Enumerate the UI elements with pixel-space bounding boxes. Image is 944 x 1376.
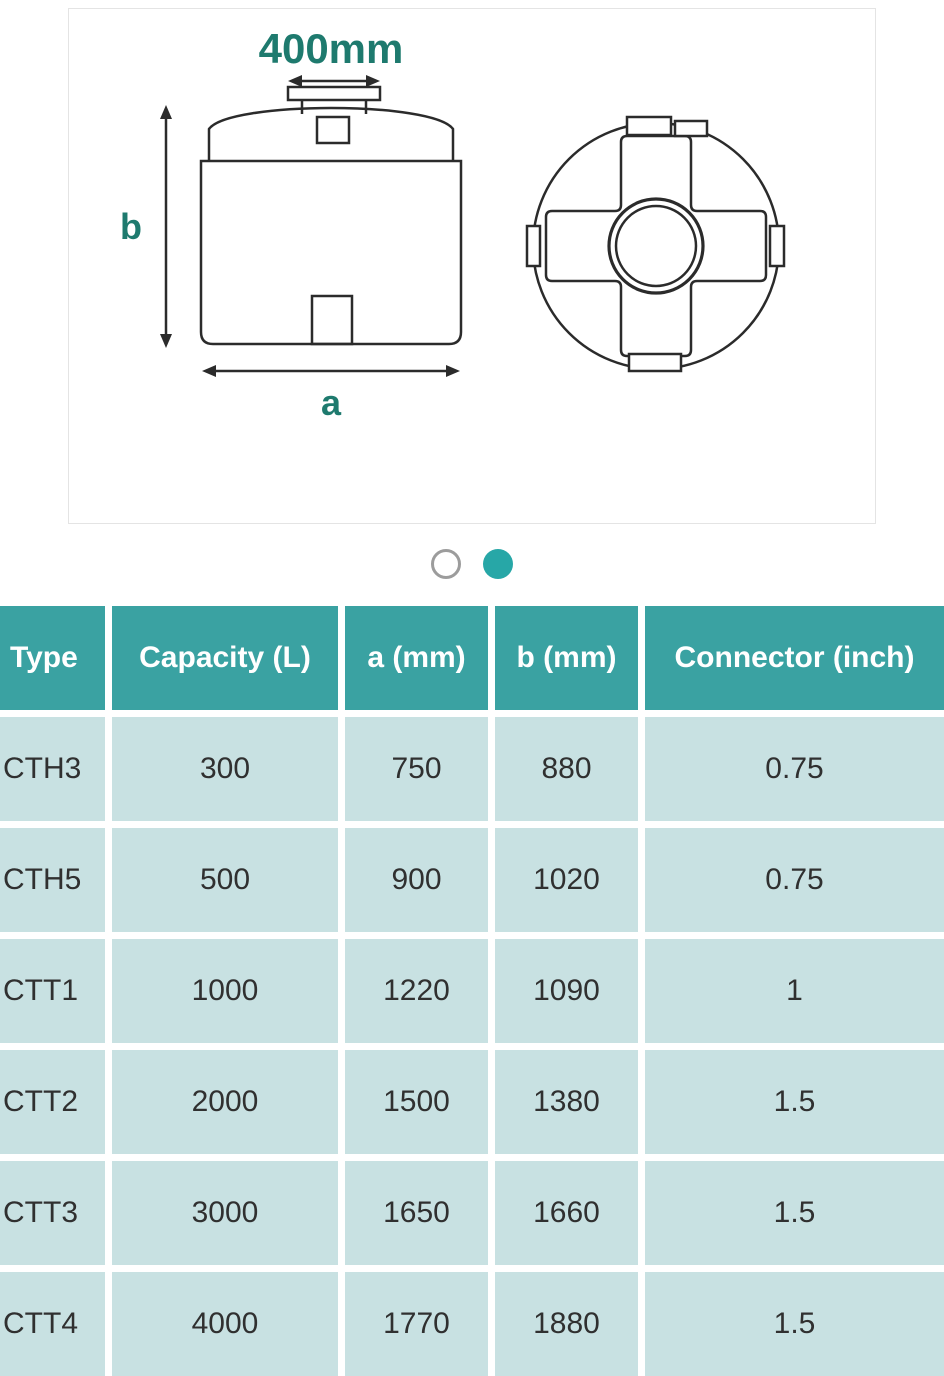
hatch-lid (286, 85, 382, 102)
tank-technical-drawing: 400mm b a (120, 25, 786, 423)
carousel-dots (0, 548, 944, 580)
row-value-cell: 1500 (345, 1050, 488, 1154)
row-type-cell: CTH5 (0, 828, 105, 932)
bottom-tab (627, 352, 683, 373)
row-value-cell: 1 (645, 939, 944, 1043)
column-header: Type (0, 606, 105, 710)
row-value-cell: 1000 (112, 939, 338, 1043)
dim-400mm-label: 400mm (259, 25, 404, 72)
carousel-dot-1[interactable] (431, 549, 461, 579)
row-value-cell: 900 (345, 828, 488, 932)
column-header: a (mm) (345, 606, 488, 710)
column-header: b (mm) (495, 606, 638, 710)
dim-b-label: b (120, 206, 142, 247)
tank-side-view (199, 85, 463, 346)
dimension-400mm: 400mm (259, 25, 404, 87)
row-value-cell: 1880 (495, 1272, 638, 1376)
dimension-b: b (120, 105, 172, 348)
row-value-cell: 880 (495, 717, 638, 821)
row-value-cell: 1220 (345, 939, 488, 1043)
dim-a-label: a (321, 382, 342, 423)
row-value-cell: 1660 (495, 1161, 638, 1265)
row-value-cell: 1.5 (645, 1050, 944, 1154)
row-value-cell: 0.75 (645, 717, 944, 821)
dimension-a: a (202, 365, 460, 423)
row-value-cell: 1770 (345, 1272, 488, 1376)
row-value-cell: 2000 (112, 1050, 338, 1154)
row-value-cell: 1.5 (645, 1161, 944, 1265)
top-tab-small (673, 119, 709, 138)
left-notch (525, 224, 542, 268)
row-value-cell: 750 (345, 717, 488, 821)
carousel-dot-2[interactable] (483, 549, 513, 579)
right-notch (768, 224, 786, 268)
row-value-cell: 1380 (495, 1050, 638, 1154)
row-value-cell: 4000 (112, 1272, 338, 1376)
product-page: 400mm b a (0, 8, 944, 1376)
column-header: Connector (inch) (645, 606, 944, 710)
row-type-cell: CTH3 (0, 717, 105, 821)
top-tab (625, 115, 673, 137)
diagram-card: 400mm b a (68, 8, 876, 524)
row-value-cell: 3000 (112, 1161, 338, 1265)
row-value-cell: 1020 (495, 828, 638, 932)
row-value-cell: 1090 (495, 939, 638, 1043)
outlet-box (310, 294, 354, 346)
row-value-cell: 1.5 (645, 1272, 944, 1376)
row-type-cell: CTT3 (0, 1161, 105, 1265)
row-type-cell: CTT2 (0, 1050, 105, 1154)
row-value-cell: 500 (112, 828, 338, 932)
row-type-cell: CTT4 (0, 1272, 105, 1376)
row-value-cell: 0.75 (645, 828, 944, 932)
tank-top-view (525, 115, 786, 373)
row-value-cell: 1650 (345, 1161, 488, 1265)
row-value-cell: 300 (112, 717, 338, 821)
row-type-cell: CTT1 (0, 939, 105, 1043)
column-header: Capacity (L) (112, 606, 338, 710)
